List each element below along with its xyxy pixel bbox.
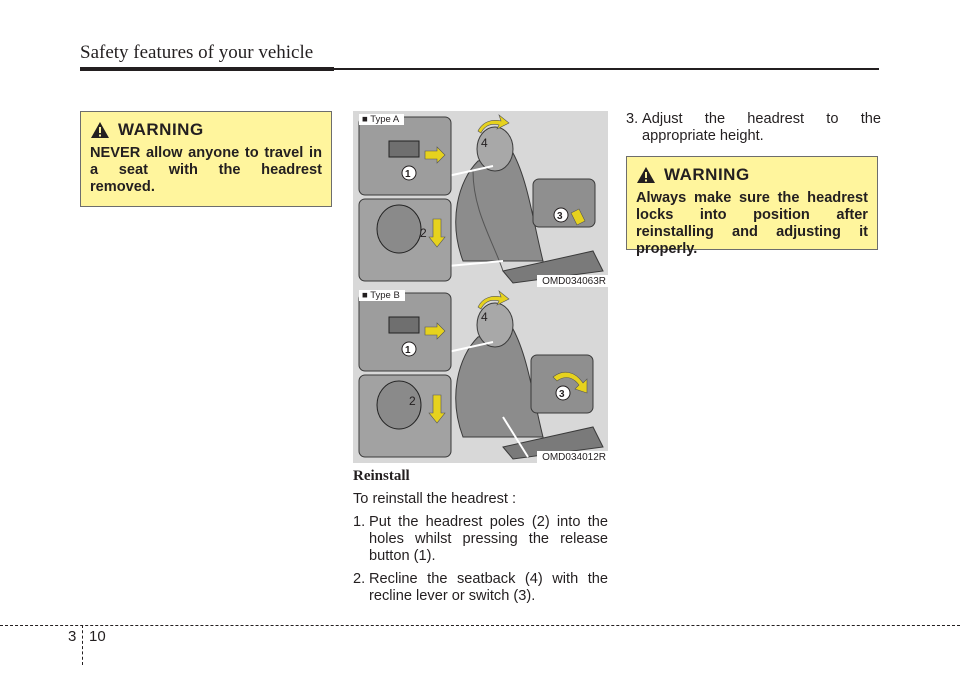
header-title: Safety features of your vehicle <box>80 42 314 63</box>
warning-box-1: WARNING NEVER allow anyone to travel in … <box>80 111 332 207</box>
step-1: 1. Put the headrest poles (2) into the h… <box>353 514 608 565</box>
callout-2-b: 2 <box>409 394 416 408</box>
headrest-removal-illustration-a: 1 2 3 4 <box>353 111 608 287</box>
callout-1-a: 1 <box>405 169 411 180</box>
callout-3-b: 3 <box>559 389 565 400</box>
headrest-removal-illustration-b: 1 2 3 4 <box>353 287 608 463</box>
warning-box-2: WARNING Always make sure the headrest lo… <box>626 156 878 257</box>
callout-3-a: 3 <box>557 211 563 222</box>
callout-2-a: 2 <box>420 226 427 240</box>
callout-1-b: 1 <box>405 345 411 356</box>
header-rule-thin <box>334 68 879 70</box>
footer-rule <box>0 625 960 626</box>
step-number: 3. <box>626 111 639 127</box>
warning-head-1: WARNING <box>90 120 322 140</box>
section-intro: To reinstall the headrest : <box>353 491 517 507</box>
footer-divider <box>82 625 83 665</box>
figure-type-b: 1 2 3 4 ■ Type B OMD034012R <box>353 287 608 463</box>
step-number: 1. <box>353 514 366 530</box>
warning-triangle-icon <box>91 122 109 138</box>
figure-code-b: OMD034012R <box>537 451 608 463</box>
figure-label-a: ■ Type A <box>359 114 405 125</box>
reinstall-section: Reinstall To reinstall the headrest : 1.… <box>353 468 608 611</box>
callout-4-b: 4 <box>481 310 488 324</box>
warning-text-2: Always make sure the headrest locks into… <box>636 190 868 257</box>
warning-title-2: WARNING <box>664 165 750 184</box>
section-heading: Reinstall <box>353 468 410 484</box>
step-number: 2. <box>353 571 366 587</box>
warning-title-1: WARNING <box>118 120 204 139</box>
header-rule-thick <box>80 67 334 71</box>
step-2: 2. Recline the seatback (4) with the rec… <box>353 571 608 605</box>
step-text: Adjust the headrest to the appropriate h… <box>642 111 881 144</box>
right-column: 3. Adjust the headrest to the appropriat… <box>626 111 881 151</box>
step-text: Recline the seatback (4) with the reclin… <box>369 571 608 604</box>
warning-triangle-icon <box>637 167 655 183</box>
figure-type-a: 1 2 3 4 ■ Type A OMD034063R <box>353 111 608 287</box>
warning-head-2: WARNING <box>636 165 868 185</box>
figure-label-b: ■ Type B <box>359 290 405 301</box>
step-3: 3. Adjust the headrest to the appropriat… <box>626 111 881 145</box>
step-text: Put the headrest poles (2) into the hole… <box>369 514 608 564</box>
page-number: 10 <box>89 628 106 645</box>
figure-code-a: OMD034063R <box>537 275 608 287</box>
warning-text-1: NEVER allow anyone to travel in a seat w… <box>90 145 322 195</box>
chapter-number: 3 <box>68 628 77 645</box>
callout-4-a: 4 <box>481 136 488 150</box>
